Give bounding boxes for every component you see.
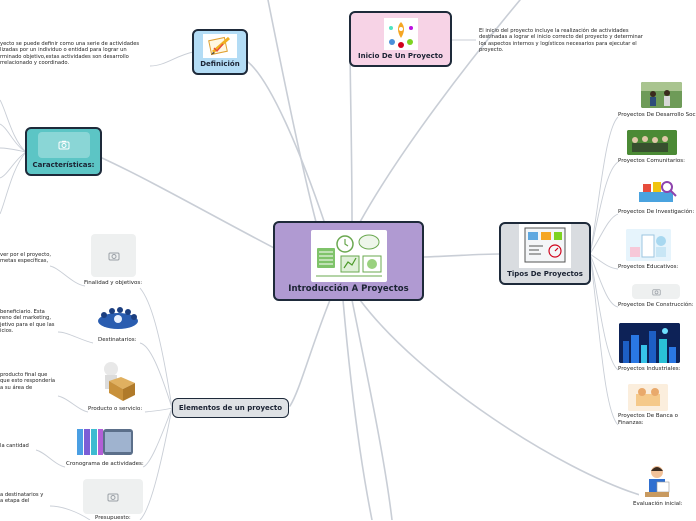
- project-planning-illustration: [310, 230, 387, 282]
- cronograma-image: [75, 425, 135, 459]
- presupuesto-label[interactable]: Presupuesto:: [95, 515, 131, 521]
- investigacion-image: [635, 178, 678, 206]
- link-elementos: [289, 299, 331, 407]
- pencil-paper-icon: [203, 34, 237, 58]
- project-board-icon: [519, 224, 571, 268]
- link-top-left: [267, 0, 317, 223]
- definicion-label: Definición: [200, 60, 240, 68]
- link-top-right: [359, 0, 521, 223]
- industriales-image: [619, 323, 680, 363]
- definicion-text: yecto se puede definir como una serie de…: [0, 41, 140, 66]
- investigacion-label[interactable]: Proyectos De Investigación:: [618, 209, 695, 215]
- cronograma-label[interactable]: Cronograma de actividades:: [66, 461, 144, 467]
- tipos-label: Tipos De Proyectos: [507, 270, 583, 278]
- finalidad-label[interactable]: Finalidad y objetivos:: [84, 280, 143, 286]
- link-tipos: [422, 253, 501, 258]
- team-rocket-icon: [383, 18, 418, 50]
- central-title: Introducción A Proyectos: [288, 284, 409, 294]
- producto-label[interactable]: Producto o servicio:: [88, 406, 143, 412]
- social-image: [641, 82, 682, 108]
- link-to-evaluacion: [359, 299, 641, 496]
- destinatarios-image: [94, 299, 143, 334]
- link-inicio: [349, 39, 353, 223]
- evaluacion-label[interactable]: Evaluación inicial:: [633, 501, 683, 507]
- producto-image: [91, 357, 140, 403]
- comunitarios-label[interactable]: Proyectos Comunitarios:: [618, 158, 685, 164]
- caracteristicas-node[interactable]: Características:: [25, 127, 102, 176]
- cronograma-text: la cantidad: [0, 443, 29, 449]
- link-down-2: [351, 299, 393, 520]
- elementos-label: Elementos de un proyecto: [178, 404, 283, 412]
- caracteristicas-label: Características:: [32, 161, 95, 169]
- link-definicion: [247, 61, 326, 225]
- industriales-label[interactable]: Proyectos Industriales:: [618, 366, 681, 372]
- educativos-label[interactable]: Proyectos Educativos:: [618, 264, 679, 270]
- presupuesto-image-placeholder: [83, 479, 143, 514]
- link-down-1: [342, 299, 373, 520]
- finalidad-image-placeholder: [91, 234, 136, 277]
- comunitarios-image: [627, 130, 677, 155]
- inicio-text: El inicio del proyecto incluye la realiz…: [479, 28, 643, 53]
- educativos-image: [626, 229, 671, 261]
- elementos-node[interactable]: Elementos de un proyecto: [172, 398, 289, 418]
- construccion-label[interactable]: Proyectos De Construcción:: [618, 302, 694, 308]
- camera-placeholder-icon: [37, 132, 90, 158]
- central-node[interactable]: Introducción A Proyectos: [273, 221, 424, 301]
- social-label[interactable]: Proyectos De Desarrollo Soc: [618, 112, 696, 118]
- tipos-node[interactable]: Tipos De Proyectos: [499, 222, 591, 285]
- evaluacion-image: [639, 463, 676, 498]
- finalidad-text: ver por el proyecto,metas específicas,: [0, 252, 52, 265]
- inicio-node[interactable]: Inicio De Un Proyecto: [349, 11, 452, 67]
- definicion-node[interactable]: Definición: [192, 29, 248, 75]
- construccion-image-placeholder: [632, 284, 680, 299]
- destinatarios-label[interactable]: Destinatarios:: [98, 337, 137, 343]
- inicio-label: Inicio De Un Proyecto: [358, 52, 443, 60]
- banca-image: [628, 384, 668, 411]
- link-caracteristicas: [101, 157, 279, 251]
